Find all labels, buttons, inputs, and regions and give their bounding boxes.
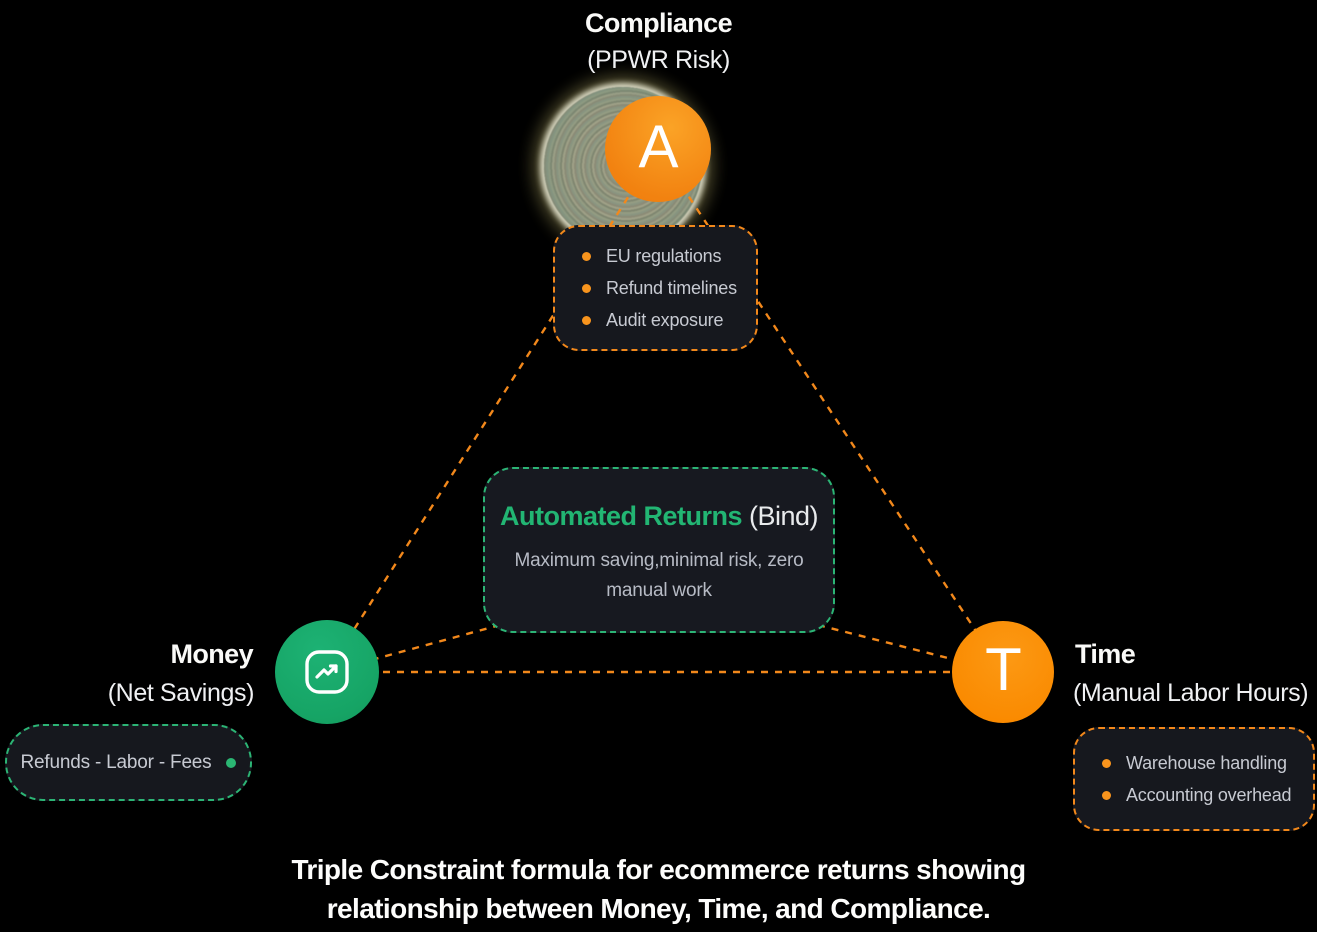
time-info-box: Warehouse handling Accounting overhead: [1073, 727, 1315, 831]
time-letter: T: [985, 636, 1022, 703]
bullet-dot-icon: [1102, 758, 1111, 768]
list-item: Audit exposure: [582, 310, 756, 331]
list-item-label: Warehouse handling: [1126, 752, 1287, 773]
time-title: Time: [1075, 639, 1136, 669]
compliance-title: Compliance: [584, 8, 733, 38]
center-title-suffix: (Bind): [742, 500, 819, 531]
bullet-dot-icon: [582, 315, 591, 325]
center-solution-box: Automated Returns (Bind) Maximum saving,…: [483, 467, 835, 633]
center-title: Automated Returns (Bind): [499, 500, 819, 532]
money-node: [275, 620, 379, 724]
compliance-node: A: [605, 96, 711, 202]
time-subtitle: (Manual Labor Hours): [1073, 679, 1309, 707]
compliance-subtitle: (PPWR Risk): [587, 46, 730, 74]
diagram-caption: Triple Constraint formula for ecommerce …: [0, 850, 1317, 928]
money-info-box: Refunds - Labor - Fees: [5, 724, 252, 801]
bullet-dot-icon: [582, 251, 591, 261]
list-item-label: EU regulations: [606, 245, 722, 266]
compliance-letter: A: [638, 113, 678, 180]
compliance-item-list: EU regulations Refund timelines Audit ex…: [555, 227, 756, 349]
money-title: Money: [170, 639, 253, 669]
caption-line-2: relationship between Money, Time, and Co…: [326, 893, 991, 924]
edge-center-money: [326, 623, 501, 674]
trending-up-icon: [305, 650, 349, 694]
compliance-info-box: EU regulations Refund timelines Audit ex…: [553, 225, 758, 351]
list-item-label: Accounting overhead: [1126, 784, 1292, 805]
list-item: Accounting overhead: [1102, 785, 1313, 806]
green-dot-icon: [226, 757, 237, 768]
money-subtitle: (Net Savings): [107, 679, 255, 707]
center-title-main: Automated Returns: [499, 500, 743, 531]
list-item: Refund timelines: [582, 278, 756, 299]
list-item: EU regulations: [582, 246, 756, 267]
list-item-label: Refund timelines: [606, 277, 737, 298]
caption-line-1: Triple Constraint formula for ecommerce …: [291, 854, 1026, 885]
list-item-label: Audit exposure: [606, 309, 724, 330]
list-item: Warehouse handling: [1102, 753, 1313, 774]
bullet-dot-icon: [1102, 790, 1111, 800]
center-description: Maximum saving,minimal risk, zero manual…: [514, 549, 804, 601]
bullet-dot-icon: [582, 283, 591, 293]
money-chip-label: Refunds - Labor - Fees: [20, 751, 212, 773]
time-node: T: [952, 621, 1054, 723]
time-item-list: Warehouse handling Accounting overhead: [1075, 729, 1313, 829]
